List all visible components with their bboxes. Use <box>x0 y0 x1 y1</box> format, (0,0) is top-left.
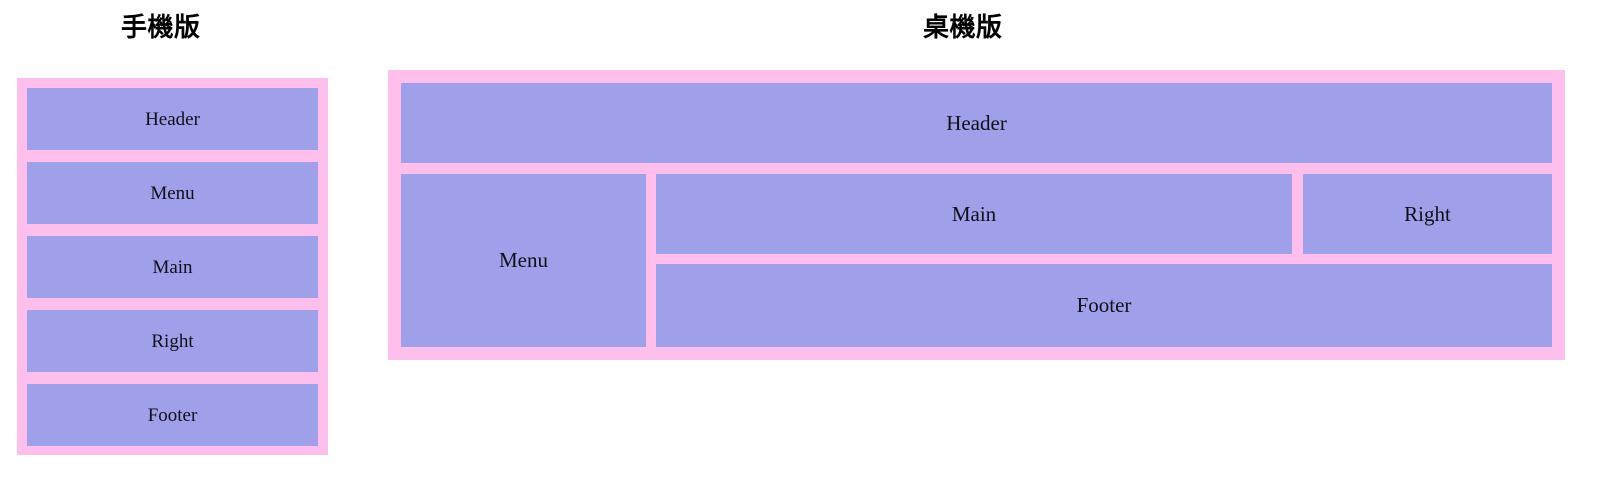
mobile-block-header: Header <box>27 88 318 150</box>
desktop-block-header: Header <box>401 83 1552 163</box>
desktop-block-footer: Footer <box>656 264 1552 347</box>
desktop-layout-title: 桌機版 <box>923 12 1003 42</box>
mobile-block-main: Main <box>27 236 318 298</box>
desktop-block-right: Right <box>1303 174 1552 254</box>
mobile-block-right: Right <box>27 310 318 372</box>
mobile-block-menu: Menu <box>27 162 318 224</box>
desktop-layout-wireframe: Header Menu Main Right Footer <box>388 70 1565 360</box>
mobile-block-footer: Footer <box>27 384 318 446</box>
mobile-layout-wireframe: Header Menu Main Right Footer <box>17 78 328 455</box>
desktop-block-menu: Menu <box>401 174 646 347</box>
desktop-block-main: Main <box>656 174 1292 254</box>
mobile-layout-title: 手機版 <box>121 12 201 42</box>
